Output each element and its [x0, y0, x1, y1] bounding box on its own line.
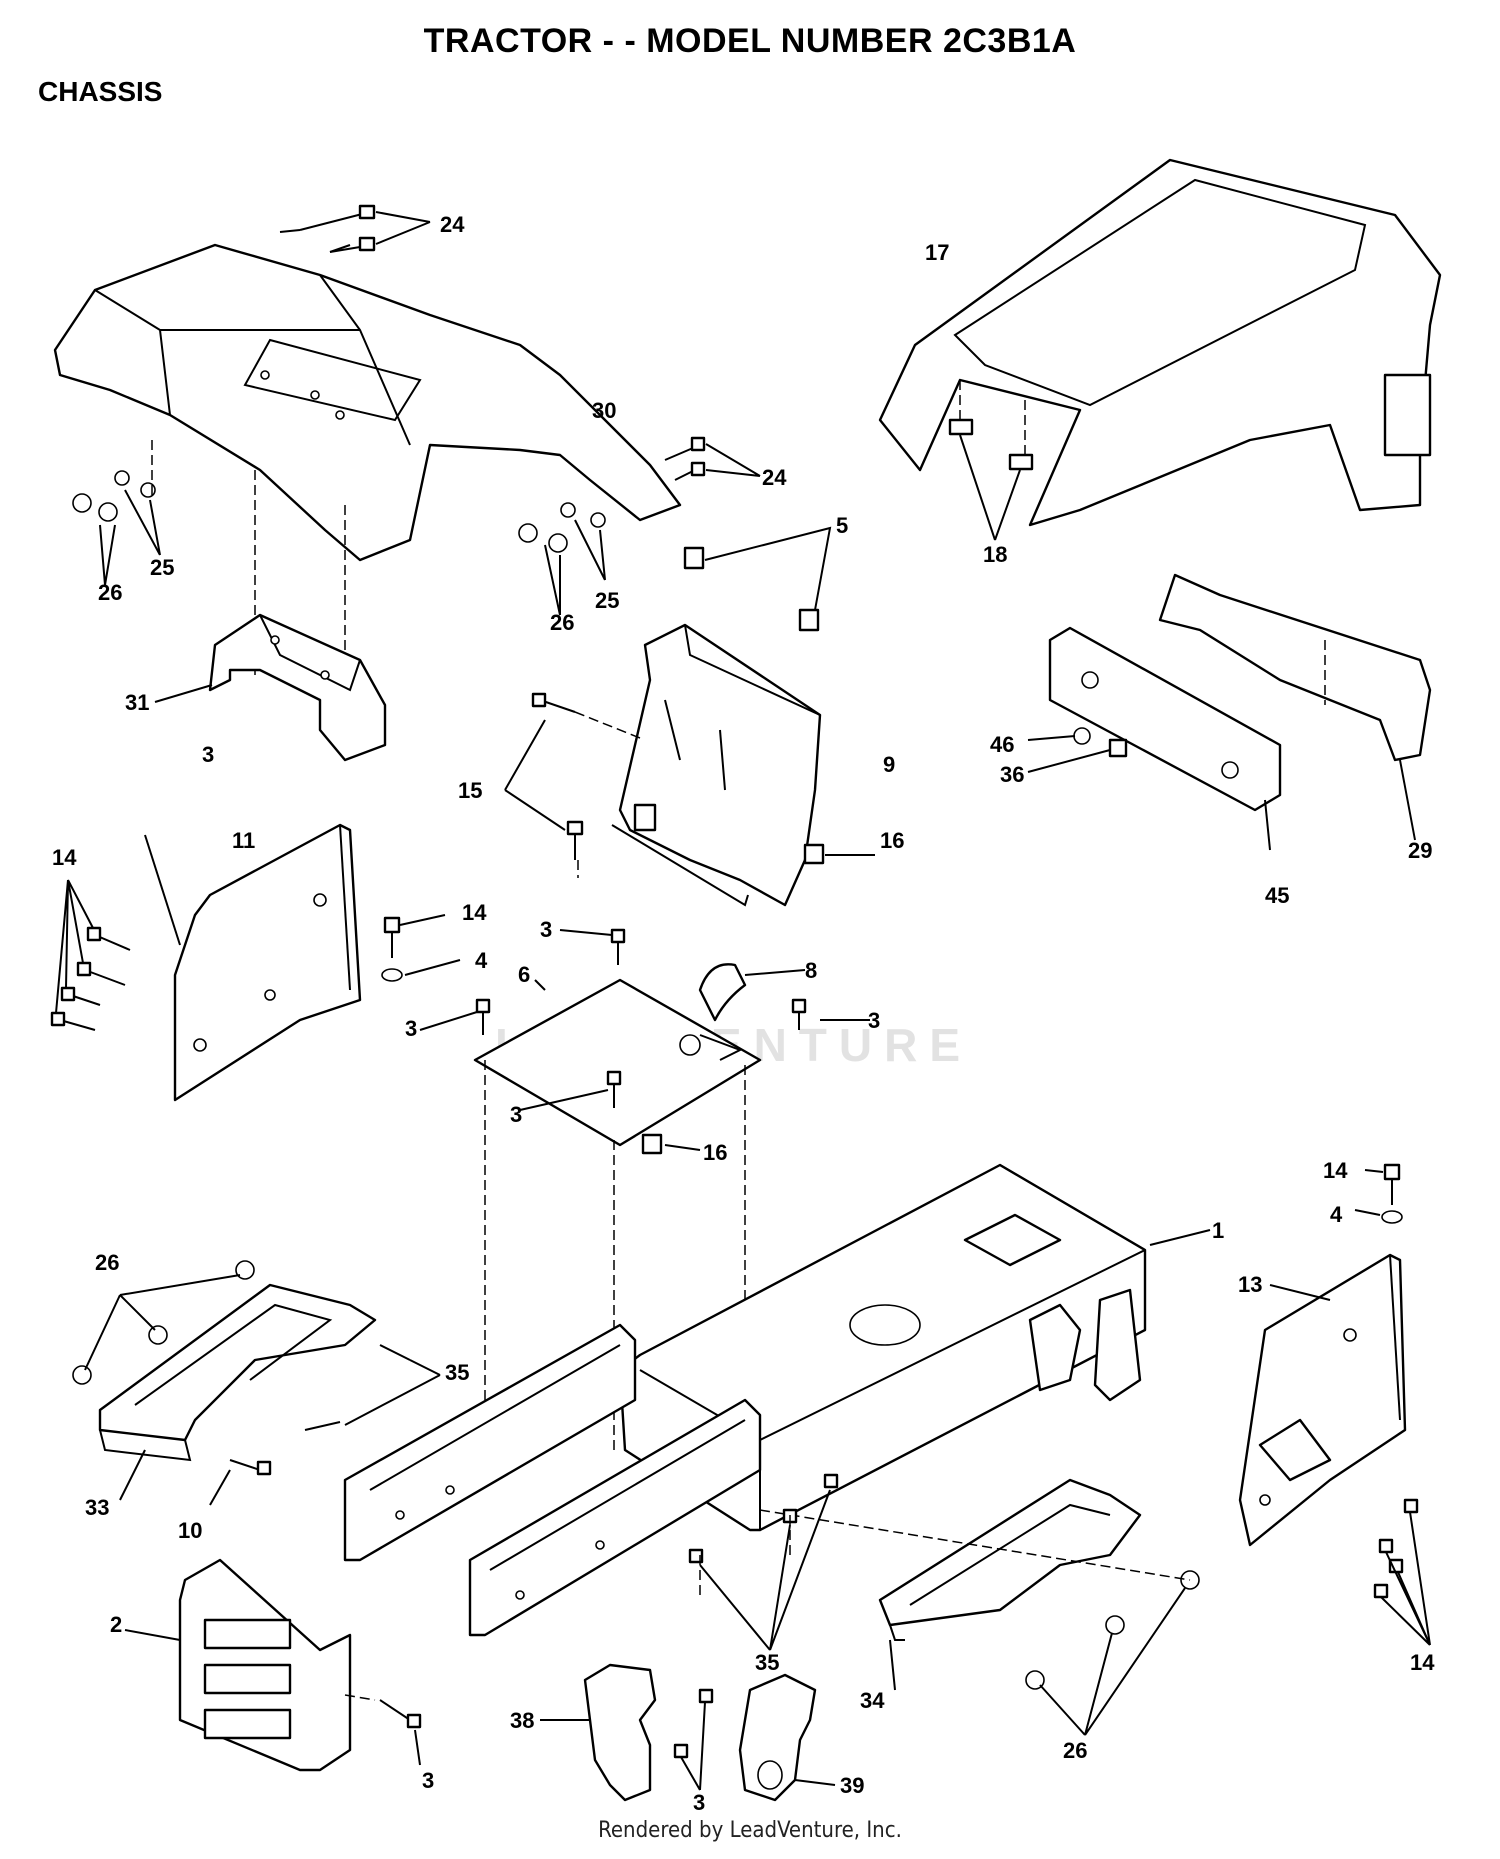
- callout-25-mid: 25: [595, 588, 619, 613]
- bracket-part-2: [124, 1558, 352, 1772]
- callout-4-mid: 4: [475, 948, 488, 973]
- callout-9: 9: [883, 752, 895, 777]
- footrest-part-34: [878, 1478, 1142, 1691]
- hardware-25-26: [72, 440, 606, 680]
- callout-26-mid: 26: [550, 610, 574, 635]
- callout-14-mid: 14: [462, 900, 487, 925]
- bolts-24-top: [279, 204, 431, 253]
- callout-3-a: 3: [202, 742, 214, 767]
- diagram-title: TRACTOR - - MODEL NUMBER 2C3B1A: [423, 22, 1077, 60]
- callout-3-b: 3: [540, 917, 552, 942]
- callout-3-f: 3: [693, 1790, 705, 1815]
- callout-29: 29: [1408, 838, 1432, 863]
- bolt-3-front: [344, 1694, 422, 1766]
- callout-35-top: 35: [445, 1360, 469, 1385]
- section-title: CHASSIS: [38, 76, 163, 107]
- bracket-part-39: [738, 1673, 836, 1802]
- callout-25-left: 25: [150, 555, 174, 580]
- bolts-14-right: [1373, 1498, 1431, 1646]
- callout-2: 2: [110, 1612, 122, 1637]
- callout-35-bottom: 35: [755, 1650, 779, 1675]
- callout-36: 36: [1000, 762, 1024, 787]
- callout-31: 31: [125, 690, 149, 715]
- callout-10: 10: [178, 1518, 202, 1543]
- hood-part: [878, 158, 1442, 541]
- callout-30: 30: [592, 398, 616, 423]
- callout-17: 17: [925, 240, 949, 265]
- callout-6: 6: [518, 962, 530, 987]
- callout-16-a: 16: [880, 828, 904, 853]
- bolts-24-right: [664, 436, 761, 481]
- callout-11: 11: [232, 828, 255, 853]
- callout-24-top: 24: [440, 212, 465, 237]
- bolts-35-bottom: [688, 1473, 839, 1651]
- hardware-26-35-33: [72, 1260, 441, 1506]
- side-panel-part-13: [1238, 1253, 1407, 1547]
- footrest-part-33: [98, 1283, 377, 1501]
- callout-45: 45: [1265, 883, 1289, 908]
- fender-part: [53, 243, 682, 562]
- hardware-26-right: [759, 1509, 1200, 1736]
- callout-34: 34: [860, 1688, 885, 1713]
- callout-8: 8: [805, 958, 817, 983]
- callout-3-g: 3: [422, 1768, 434, 1793]
- callout-26-left: 26: [98, 580, 122, 605]
- bolts-14-left: [50, 879, 131, 1031]
- bolts-3-plate: [419, 928, 870, 1111]
- callout-3-c: 3: [405, 1016, 417, 1041]
- callout-26-bottom: 26: [1063, 1738, 1087, 1763]
- plate-part-6: [473, 978, 762, 1147]
- guard-part-45: [1027, 626, 1282, 851]
- callout-38: 38: [510, 1708, 534, 1733]
- callout-33: 33: [85, 1495, 109, 1520]
- callout-14-bottom: 14: [1410, 1650, 1435, 1675]
- callout-3-d: 3: [868, 1008, 880, 1033]
- callout-14-left: 14: [52, 845, 77, 870]
- bolts-15: [504, 692, 641, 878]
- callout-16-b: 16: [703, 1140, 727, 1165]
- callout-26-footrest: 26: [95, 1250, 119, 1275]
- callout-14-right: 14: [1323, 1158, 1348, 1183]
- callout-46: 46: [990, 732, 1014, 757]
- callout-5: 5: [836, 513, 848, 538]
- nuts-5: [683, 526, 832, 632]
- clip-part-8: [698, 963, 806, 1022]
- hardware-14-4-mid: [381, 914, 461, 982]
- callout-24-right: 24: [762, 465, 787, 490]
- bracket-part-31: [154, 613, 387, 762]
- bolts-3-bottom: [673, 1688, 714, 1791]
- callout-4-right: 4: [1330, 1202, 1343, 1227]
- callout-39: 39: [840, 1773, 864, 1798]
- hardware-14-4-right: [1354, 1163, 1403, 1224]
- callout-13: 13: [1238, 1272, 1262, 1297]
- frame-part-1: [343, 1163, 1211, 1637]
- panel-part-9: [611, 623, 822, 907]
- nut-16: [641, 843, 875, 1155]
- callout-18: 18: [983, 542, 1007, 567]
- callout-15: 15: [458, 778, 482, 803]
- callout-1: 1: [1212, 1218, 1224, 1243]
- side-panel-part-11: [144, 823, 362, 1102]
- callout-3-e: 3: [510, 1102, 522, 1127]
- guard-part-29: [1158, 573, 1432, 841]
- bracket-part-38: [540, 1663, 657, 1802]
- footer-credit: Rendered by LeadVenture, Inc.: [598, 1818, 902, 1843]
